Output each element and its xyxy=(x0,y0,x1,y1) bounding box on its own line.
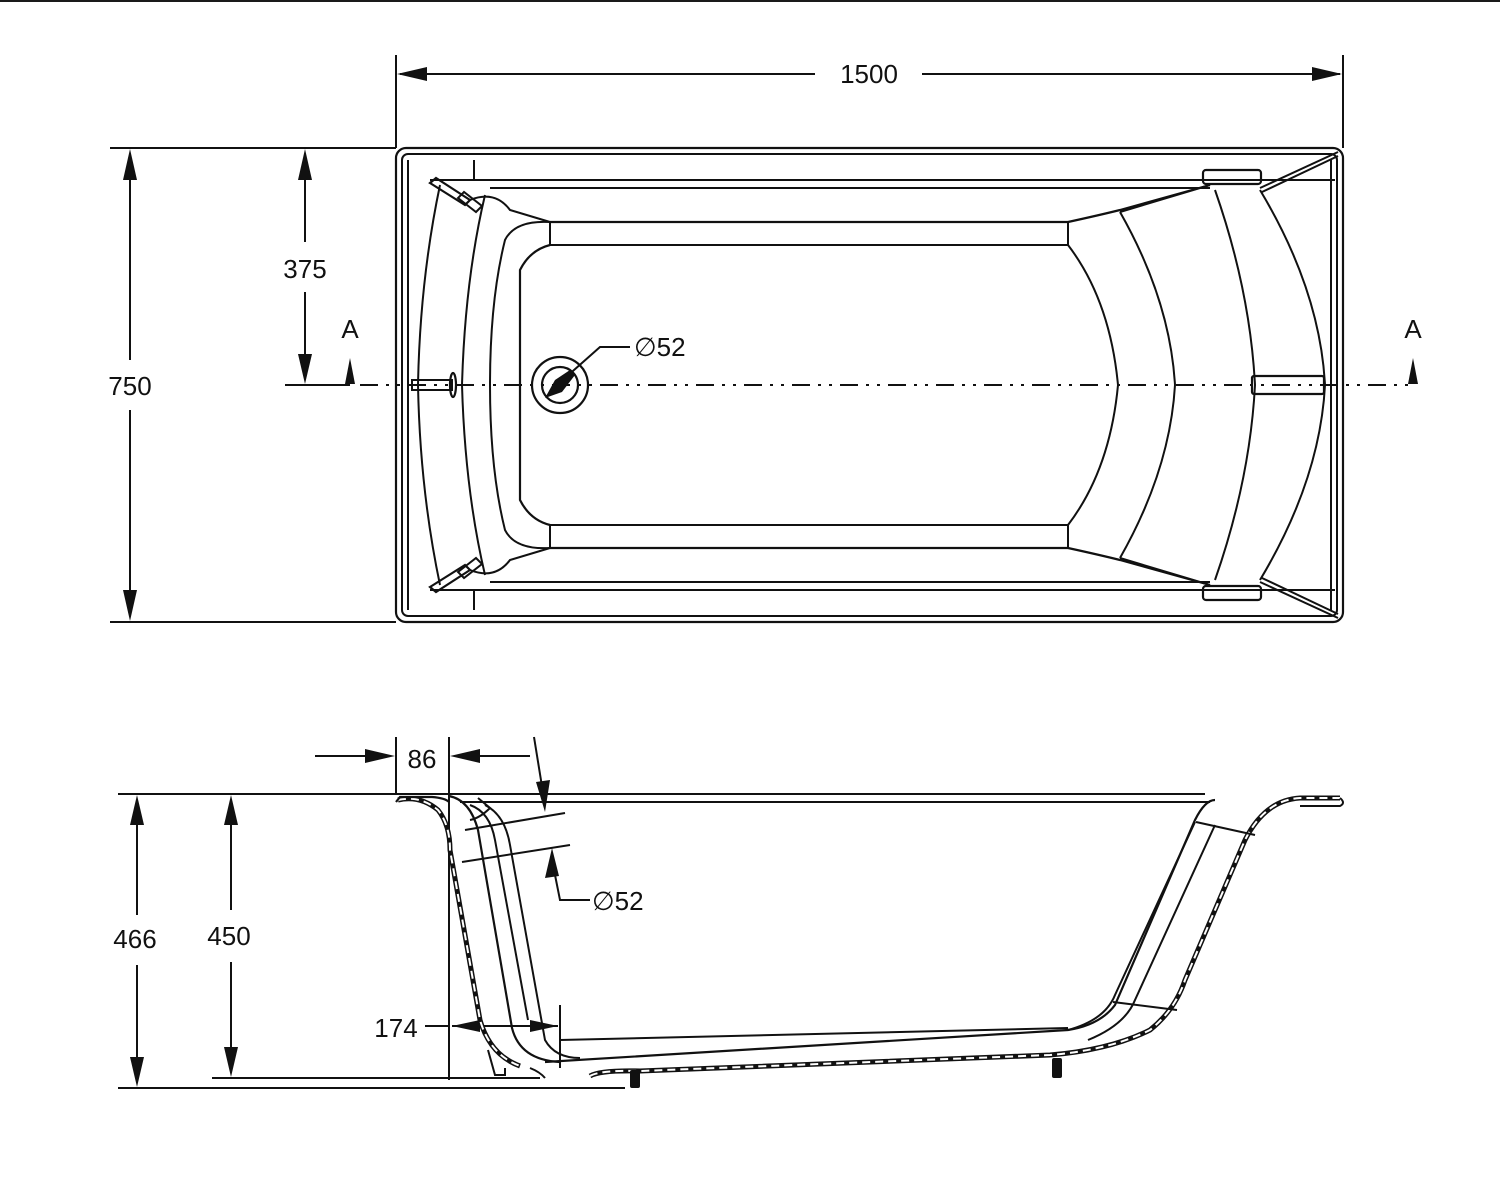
support-foot xyxy=(630,1070,640,1088)
overflow-diameter-label: ∅52 xyxy=(592,886,644,916)
arrow-right-icon xyxy=(1312,67,1342,81)
section-arrow-icon xyxy=(1408,358,1418,384)
plan-view: 1500 750 375 A A xyxy=(108,55,1422,624)
arrow-right-icon xyxy=(530,1020,558,1032)
arrow-up-icon xyxy=(130,795,144,825)
dim-length-1500: 1500 xyxy=(840,59,898,89)
corner-bracket-top-right xyxy=(1201,168,1263,186)
section-marker-left: A xyxy=(341,314,359,344)
overflow-stub xyxy=(411,379,453,391)
dim-offset-174: 174 xyxy=(374,1013,417,1043)
arrow-left-icon xyxy=(397,67,427,81)
arrow-down-icon xyxy=(298,354,312,384)
corner-bracket-top-left xyxy=(428,176,484,214)
section-marker-right: A xyxy=(1404,314,1422,344)
arrow-up-icon xyxy=(545,848,559,878)
arrow-down-icon xyxy=(224,1047,238,1077)
dim-half-width-375: 375 xyxy=(283,254,326,284)
arrow-down-icon xyxy=(123,590,137,621)
top-border-line xyxy=(0,0,1500,2)
arrow-up-icon xyxy=(123,149,137,180)
dim-depth-450: 450 xyxy=(207,921,250,951)
arrow-down-icon xyxy=(130,1057,144,1087)
arrow-down-icon xyxy=(536,780,550,812)
arrow-left-icon xyxy=(450,749,480,763)
section-arrow-icon xyxy=(345,358,355,384)
arrow-up-icon xyxy=(224,795,238,825)
drain-diameter-label: ∅52 xyxy=(634,332,686,362)
arrow-up-icon xyxy=(298,149,312,180)
dim-rim-86: 86 xyxy=(408,744,437,774)
dim-height-466: 466 xyxy=(113,924,156,954)
arrow-right-icon xyxy=(365,749,395,763)
corner-bracket-bottom-right xyxy=(1201,584,1263,602)
drain-symbol: ∅52 xyxy=(530,332,686,415)
corner-bracket-bottom-left xyxy=(428,556,484,594)
arrow-left-icon xyxy=(452,1020,480,1032)
headrest-bar xyxy=(1250,374,1326,396)
dim-width-750: 750 xyxy=(108,371,151,401)
section-view: 86 ∅52 466 450 174 xyxy=(113,736,1344,1089)
support-foot xyxy=(1052,1058,1062,1078)
